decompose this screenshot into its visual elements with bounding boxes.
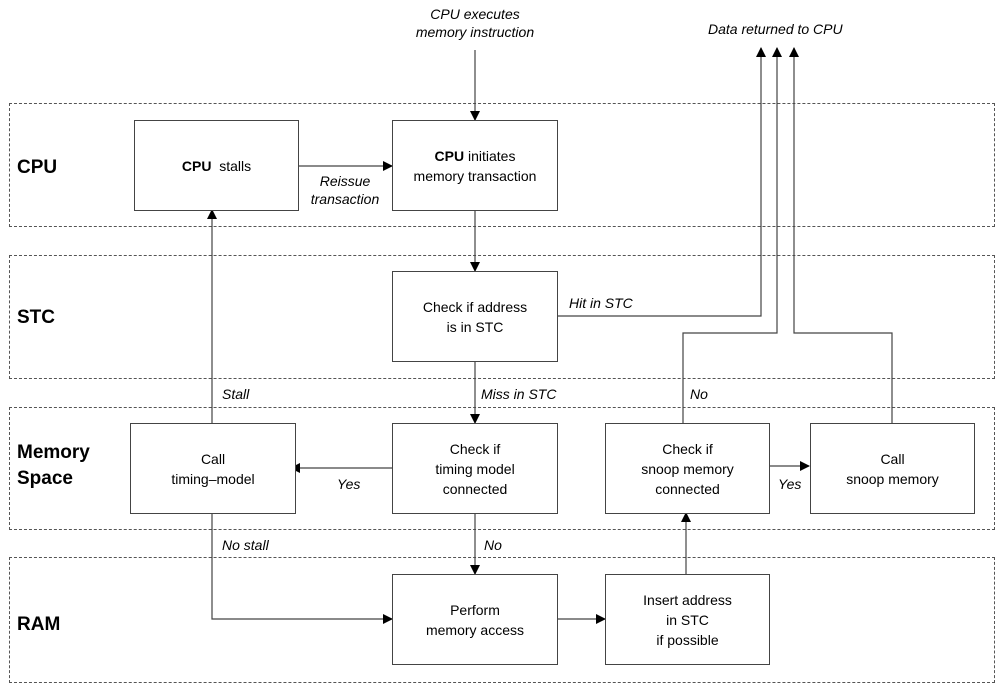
band-label-space: Space bbox=[17, 468, 73, 489]
node-cpu-stalls-bold: CPU bbox=[181, 157, 212, 174]
edge-label-reissue-2: transaction bbox=[310, 191, 380, 207]
node-perform-memory-access: Perform memory access bbox=[392, 574, 558, 665]
node-check-stc-text-1: Check if address bbox=[422, 298, 528, 315]
node-check-snoop-memory: Check if snoop memory connected bbox=[605, 423, 770, 514]
node-perform-access-text-1: Perform bbox=[450, 601, 500, 618]
band-label-cpu: CPU bbox=[17, 157, 58, 178]
edge-label-hit: Hit in STC bbox=[569, 295, 633, 311]
band-cpu bbox=[9, 103, 995, 227]
output-label: Data returned to CPU bbox=[708, 21, 843, 37]
node-insert-stc-text-3: if possible bbox=[656, 631, 719, 648]
edge-label-no-timing: No bbox=[484, 537, 502, 553]
node-call-snoop-text-2: snoop memory bbox=[846, 470, 939, 487]
band-label-memory-space: Memory Space bbox=[17, 440, 90, 492]
node-cpu-initiates-bold: CPU bbox=[434, 147, 465, 164]
band-label-stc: STC bbox=[17, 307, 55, 328]
band-stc bbox=[9, 255, 995, 379]
node-cpu-initiates: CPU initiates memory transaction bbox=[392, 120, 558, 211]
node-insert-address-stc: Insert address in STC if possible bbox=[605, 574, 770, 665]
node-insert-stc-text-2: in STC bbox=[666, 611, 709, 628]
edge-label-miss: Miss in STC bbox=[481, 386, 557, 402]
node-check-snoop-text-3: connected bbox=[655, 480, 720, 497]
edge-hit-return bbox=[557, 47, 766, 317]
node-cpu-initiates-text-1: initiates bbox=[467, 147, 516, 164]
band-memory-space bbox=[9, 407, 995, 530]
edge-snoop-return bbox=[789, 47, 893, 423]
node-check-timing-model: Check if timing model connected bbox=[392, 423, 558, 514]
node-call-timing-model: Call timing–model bbox=[130, 423, 296, 514]
node-cpu-stalls: CPU stalls bbox=[134, 120, 299, 211]
band-label-memory: Memory bbox=[17, 442, 90, 463]
node-check-snoop-text-2: snoop memory bbox=[641, 460, 734, 477]
node-cpu-initiates-text-2: memory transaction bbox=[413, 167, 537, 184]
node-call-timing-text-1: Call bbox=[200, 450, 226, 467]
node-cpu-stalls-text: stalls bbox=[219, 157, 252, 174]
node-call-snoop-text-1: Call bbox=[880, 450, 905, 467]
edge-label-reissue: Reissue transaction bbox=[300, 172, 390, 208]
node-insert-stc-text-1: Insert address bbox=[643, 591, 732, 608]
edge-label-stall: Stall bbox=[222, 386, 250, 402]
top-input-label-2: memory instruction bbox=[415, 24, 535, 40]
top-input-label-1: CPU executes bbox=[430, 6, 520, 22]
edge-label-no-stall: No stall bbox=[222, 537, 269, 553]
node-check-stc-text-2: is in STC bbox=[446, 318, 504, 335]
node-check-timing-text-1: Check if bbox=[449, 440, 501, 457]
node-call-timing-text-2: timing–model bbox=[171, 470, 255, 487]
edge-label-yes-timing: Yes bbox=[337, 476, 361, 492]
band-ram bbox=[9, 557, 995, 683]
node-perform-access-text-2: memory access bbox=[425, 621, 525, 638]
edge-label-reissue-1: Reissue bbox=[319, 173, 371, 189]
node-check-stc: Check if address is in STC bbox=[392, 271, 558, 362]
edge-no-stall bbox=[211, 513, 393, 624]
top-input-label: CPU executes memory instruction bbox=[395, 5, 555, 41]
node-check-snoop-text-1: Check if bbox=[662, 440, 713, 457]
node-check-timing-text-2: timing model bbox=[435, 460, 515, 477]
band-label-ram: RAM bbox=[17, 614, 61, 635]
edge-label-yes-snoop: Yes bbox=[778, 476, 802, 492]
node-call-snoop-memory: Call snoop memory bbox=[810, 423, 975, 514]
node-check-timing-text-3: connected bbox=[442, 480, 508, 497]
edge-label-no-snoop: No bbox=[690, 386, 708, 402]
edge-no-snoop-return bbox=[682, 47, 782, 423]
